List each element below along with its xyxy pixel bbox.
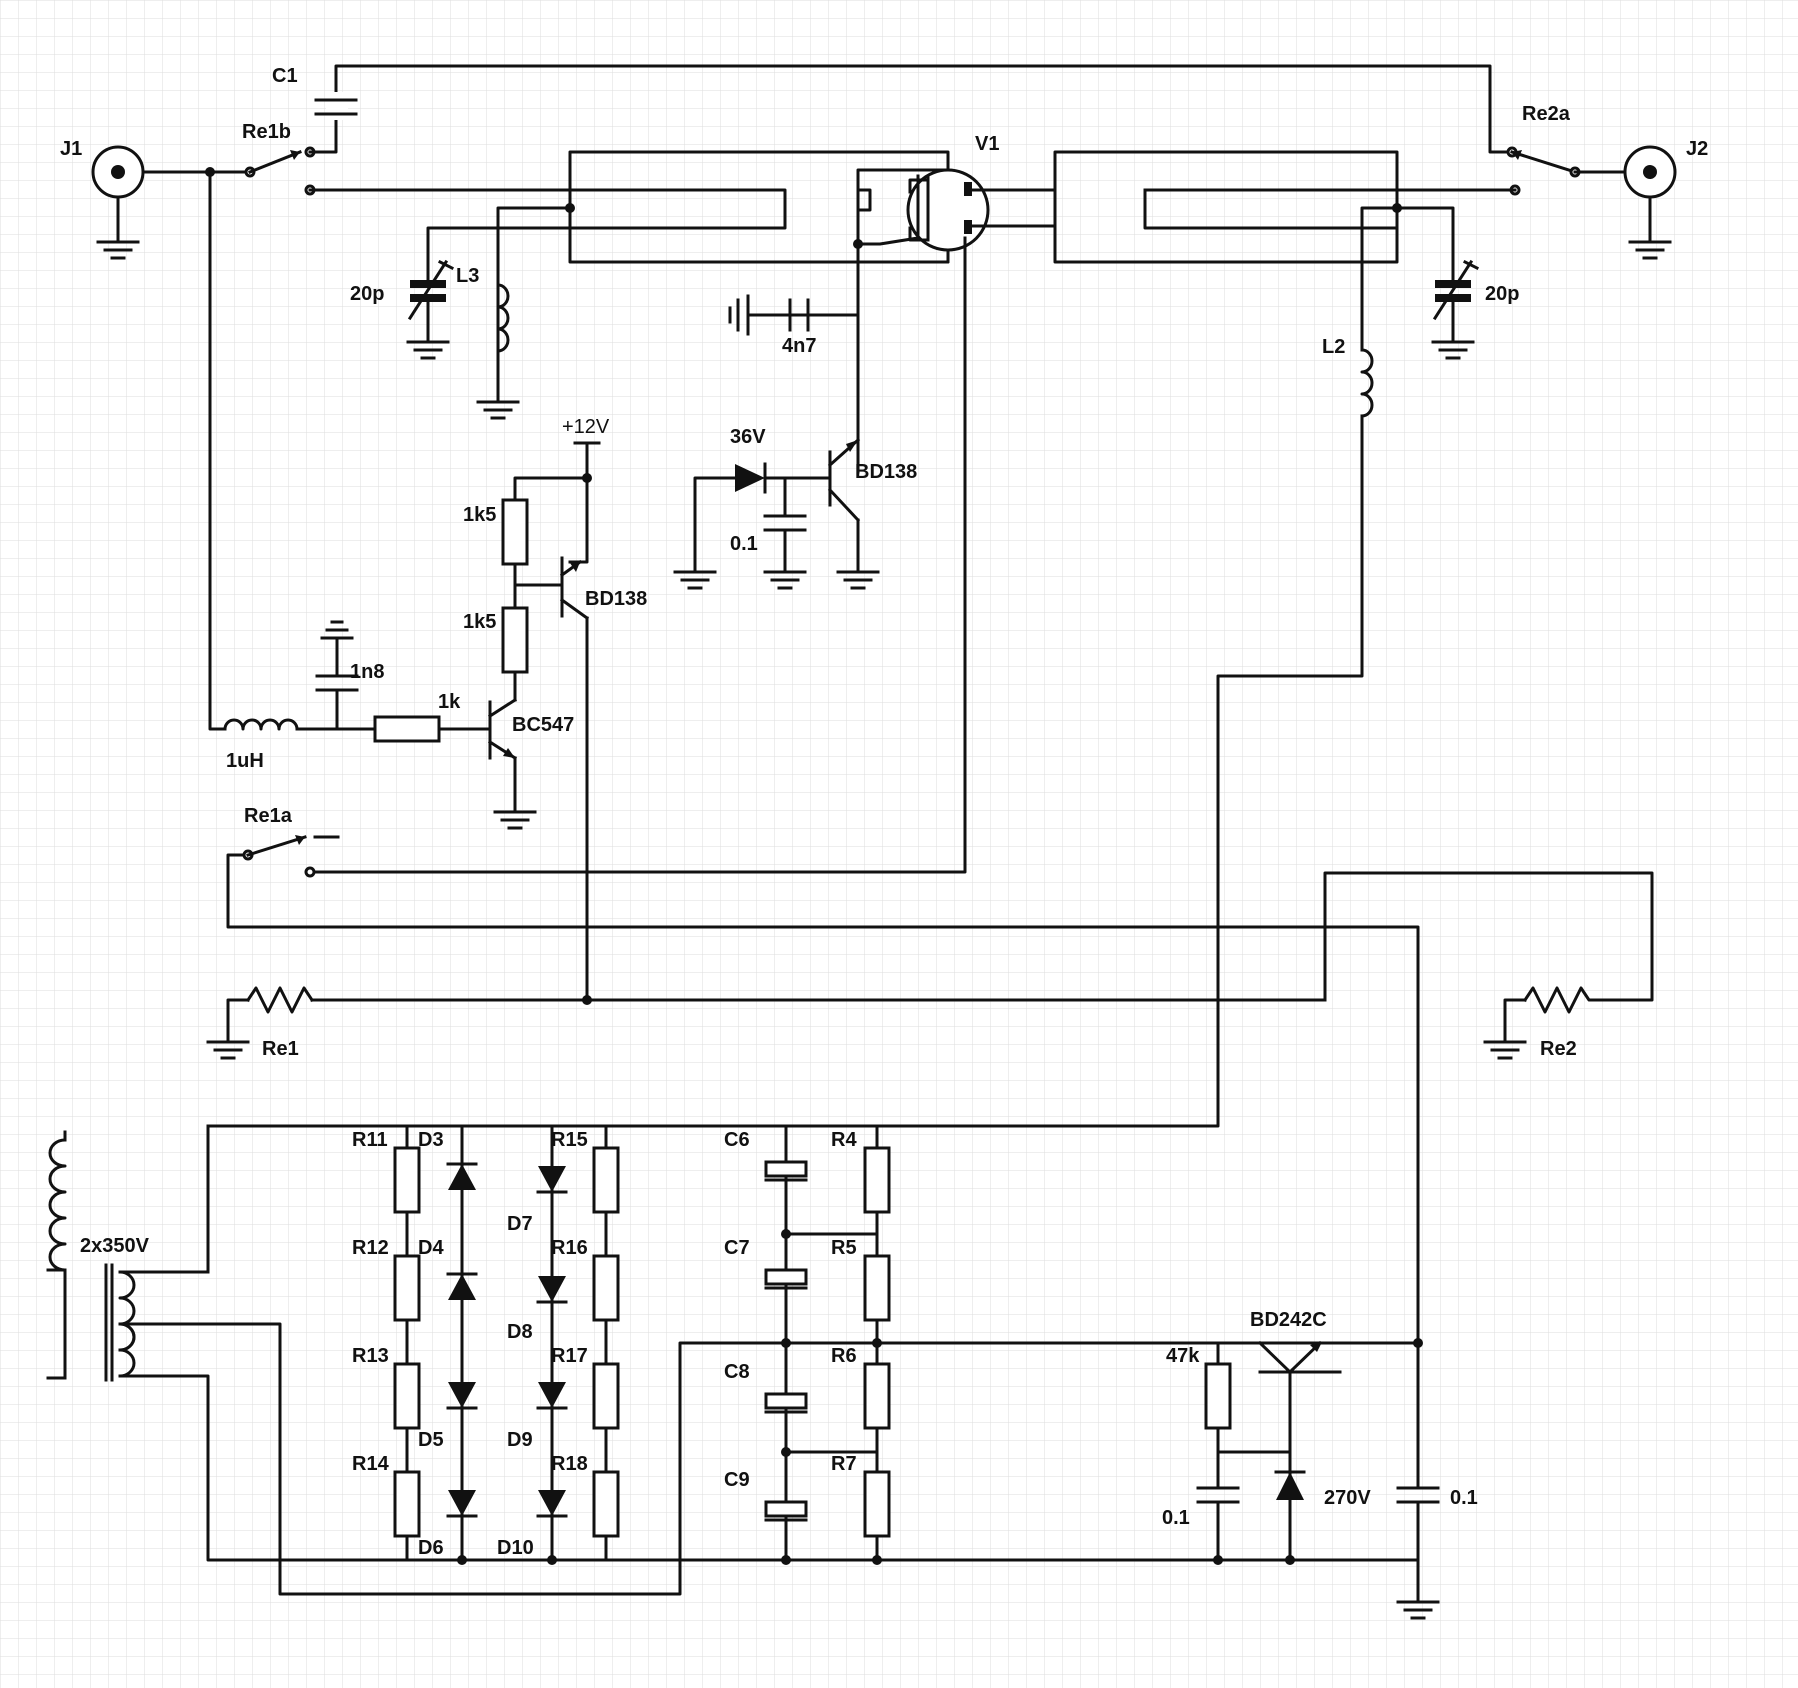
relay-coil-re1: [206, 871, 1654, 1060]
switch-re1a: [226, 835, 1420, 1345]
label-d10: D10: [497, 1537, 534, 1559]
label-r6: R6: [831, 1345, 857, 1367]
label-r17: R17: [551, 1345, 588, 1367]
label-v1: V1: [975, 133, 999, 155]
label-01-out: 0.1: [1450, 1487, 1478, 1509]
label-c9: C9: [724, 1469, 750, 1491]
label-j2: J2: [1686, 138, 1708, 160]
label-r18: R18: [551, 1453, 588, 1475]
label-bd138-lower: BD138: [585, 588, 647, 610]
resistor-1k: [373, 715, 492, 743]
label-bd138-upper: BD138: [855, 461, 917, 483]
label-r12: R12: [352, 1237, 389, 1259]
resistor-chain-r11-r14: [393, 1124, 421, 1562]
label-d6: D6: [418, 1537, 444, 1559]
label-re1b: Re1b: [242, 121, 291, 143]
label-1uh: 1uH: [226, 750, 264, 772]
capacitor-chain-c6-c9: [764, 1124, 879, 1565]
label-01-upper: 0.1: [730, 533, 758, 555]
resistor-chain-r15-r18: [592, 1124, 620, 1562]
label-r15: R15: [551, 1129, 588, 1151]
grid-bias-network: [728, 242, 860, 474]
right-cavity: [1053, 150, 1455, 352]
capacitor-01-out: [1396, 1341, 1440, 1620]
left-cavity: [426, 150, 950, 367]
capacitor-01-reg: [1196, 1450, 1240, 1565]
label-l3: L3: [456, 265, 479, 287]
resistor-1k5-a: [501, 498, 529, 566]
capacitor-c1: [314, 92, 358, 120]
diode-chain-d7-d10: [536, 1124, 568, 1565]
connector-j2: [1623, 145, 1677, 260]
label-36v: 36V: [730, 426, 766, 448]
capacitor-01-upper: [763, 476, 807, 590]
label-transformer: 2x350V: [80, 1235, 150, 1257]
label-bc547: BC547: [512, 714, 574, 736]
label-j1: J1: [60, 138, 82, 160]
label-01-reg: 0.1: [1162, 1507, 1190, 1529]
resistor-47k: [1204, 1341, 1292, 1454]
tube-v1: [308, 168, 1057, 874]
label-4n7: 4n7: [782, 335, 816, 357]
label-20p-left: 20p: [350, 283, 384, 305]
label-d7: D7: [507, 1213, 533, 1235]
transformer-2x350v: [46, 1124, 1420, 1596]
label-re2a: Re2a: [1522, 103, 1571, 125]
inductor-l3: [476, 263, 520, 420]
capacitor-1n8: [315, 620, 359, 731]
label-r13: R13: [352, 1345, 389, 1367]
label-c7: C7: [724, 1237, 750, 1259]
label-re1: Re1: [262, 1038, 299, 1060]
label-re1a: Re1a: [244, 805, 293, 827]
label-c1: C1: [272, 65, 298, 87]
diode-chain-d3-d6: [446, 1124, 478, 1565]
inductor-l2: [206, 348, 1374, 1272]
label-d4: D4: [418, 1237, 444, 1259]
label-d8: D8: [507, 1321, 533, 1343]
zener-36v: [673, 462, 767, 590]
label-r14: R14: [352, 1453, 390, 1475]
transistor-bd138-lower: [513, 556, 592, 1005]
relay-coil-re2: [1483, 986, 1612, 1060]
label-270v: 270V: [1324, 1487, 1371, 1509]
label-r4: R4: [831, 1129, 857, 1151]
label-r5: R5: [831, 1237, 857, 1259]
resistor-chain-r4-r7: [863, 1124, 891, 1565]
label-1n8: 1n8: [350, 661, 384, 683]
supply-12v: [513, 441, 601, 564]
trimmer-capacitor-right: [1431, 259, 1480, 360]
trimmer-capacitor-left: [406, 259, 455, 360]
label-r16: R16: [551, 1237, 588, 1259]
label-c6: C6: [724, 1129, 750, 1151]
label-re2: Re2: [1540, 1038, 1577, 1060]
label-47k: 47k: [1166, 1345, 1200, 1367]
label-l2: L2: [1322, 336, 1345, 358]
label-r7: R7: [831, 1453, 857, 1475]
label-20p-right: 20p: [1485, 283, 1519, 305]
label-d9: D9: [507, 1429, 533, 1451]
label-r11: R11: [352, 1129, 388, 1151]
zener-270v: [1274, 1470, 1306, 1565]
transistor-bc547: [487, 697, 537, 830]
label-d5: D5: [418, 1429, 444, 1451]
label-c8: C8: [724, 1361, 750, 1383]
transistor-bd138-upper: [763, 437, 880, 590]
label-1k: 1k: [438, 691, 461, 713]
label-1k5-a: 1k5: [463, 504, 496, 526]
label-bd242c: BD242C: [1250, 1309, 1327, 1331]
label-plus12v: +12V: [562, 416, 610, 438]
regulator-bd242c: [1216, 1338, 1423, 1562]
label-d3: D3: [418, 1129, 444, 1151]
label-1k5-b: 1k5: [463, 611, 496, 633]
